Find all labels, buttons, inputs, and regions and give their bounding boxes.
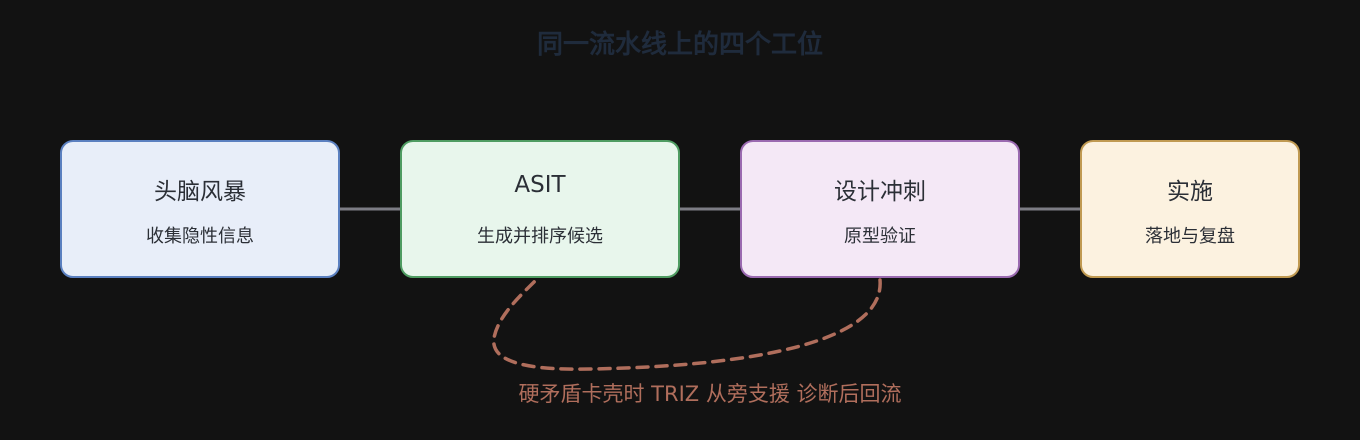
stage-implement-desc: 落地与复盘: [1145, 226, 1235, 247]
stage-brainstorm-desc: 收集隐性信息: [146, 226, 254, 247]
stage-implement-name: 实施: [1167, 179, 1213, 205]
stage-asit-name: ASIT: [514, 172, 566, 198]
diagram-title: 同一流水线上的四个工位: [536, 30, 823, 60]
stage-brainstorm: 头脑风暴 收集隐性信息: [60, 140, 340, 278]
stage-brainstorm-name: 头脑风暴: [154, 179, 246, 205]
triz-loop-label: 硬矛盾卡壳时 TRIZ 从旁支援 诊断后回流: [518, 382, 902, 406]
stage-design-sprint: 设计冲刺 原型验证: [740, 140, 1020, 278]
stage-design-sprint-desc: 原型验证: [844, 226, 916, 247]
triz-loop-path: [492, 278, 882, 371]
stage-asit-desc: 生成并排序候选: [477, 226, 603, 247]
stage-design-sprint-name: 设计冲刺: [834, 179, 926, 205]
stage-implement: 实施 落地与复盘: [1080, 140, 1300, 278]
stage-asit: ASIT 生成并排序候选: [400, 140, 680, 278]
